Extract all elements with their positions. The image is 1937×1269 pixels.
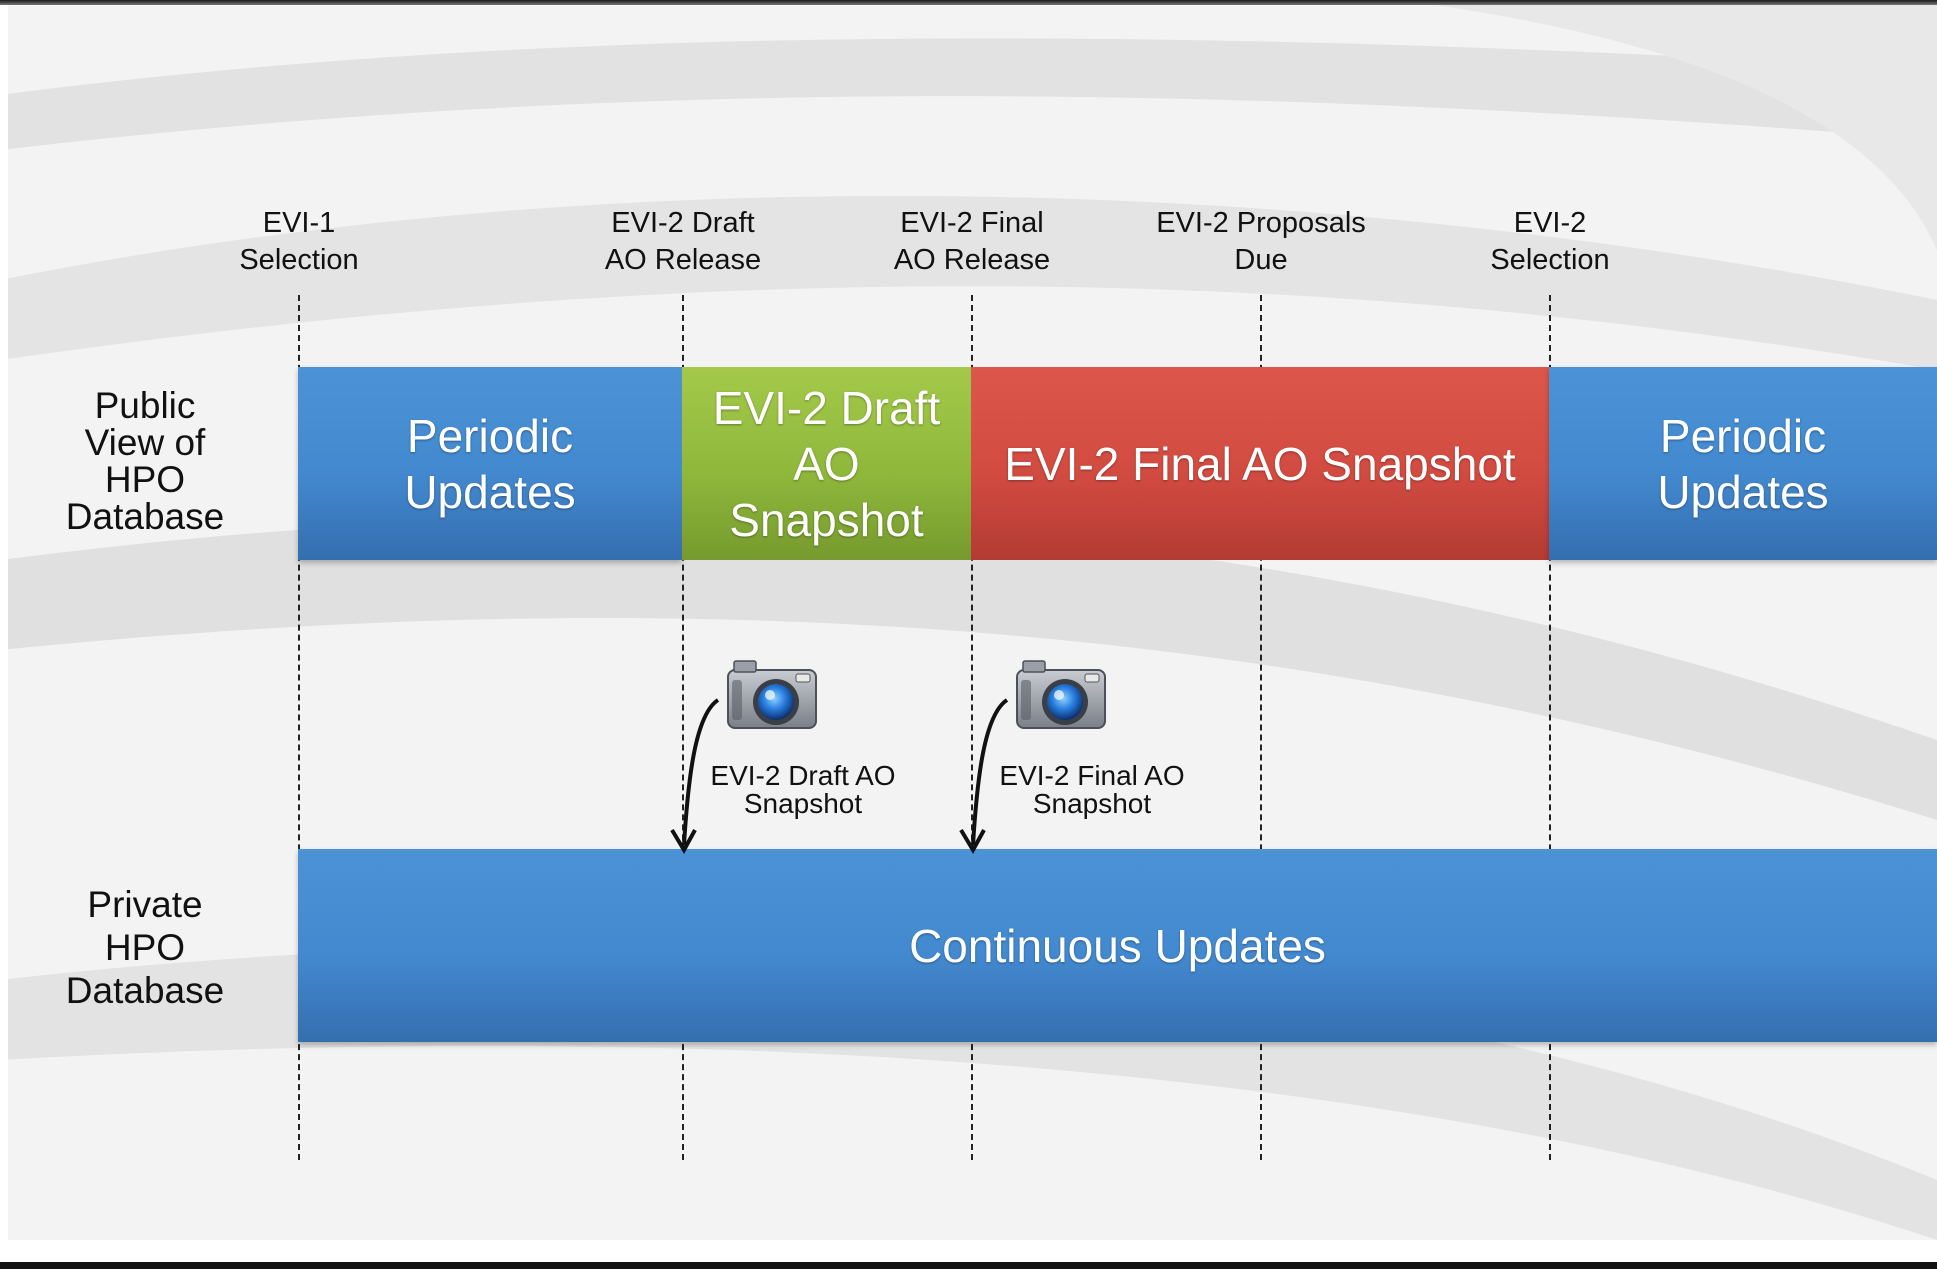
- milestone-evi1-selection: EVI-1 Selection: [239, 207, 359, 276]
- row-label-public: Public View of HPO Database: [65, 385, 225, 537]
- final-snapshot-arrow: [971, 698, 1009, 846]
- draft-snapshot-arrow: [682, 698, 720, 846]
- milestone-draft-ao-release: EVI-2 Draft AO Release: [604, 207, 762, 276]
- top-border: [0, 0, 1937, 5]
- bar-periodic-updates-left: Periodic Updates: [298, 367, 682, 560]
- caption-final-ao-snapshot: EVI-2 Final AO Snapshot: [999, 760, 1185, 819]
- bar-continuous-updates: Continuous Updates: [298, 849, 1937, 1042]
- milestone-line: [971, 295, 973, 1160]
- milestone-evi2-selection: EVI-2 Selection: [1490, 207, 1610, 276]
- left-border: [0, 5, 8, 1240]
- row-label-private: Private HPO Database: [65, 884, 225, 1011]
- bottom-border: [0, 1262, 1937, 1269]
- milestone-proposals-due: EVI-2 Proposals Due: [1156, 207, 1366, 276]
- milestone-line: [682, 295, 684, 1160]
- milestone-final-ao-release: EVI-2 Final AO Release: [893, 207, 1051, 276]
- camera-icon: [1016, 660, 1106, 729]
- caption-draft-ao-snapshot: EVI-2 Draft AO Snapshot: [710, 760, 896, 819]
- bar-draft-ao-snapshot: EVI-2 Draft AO Snapshot: [682, 367, 971, 560]
- milestone-line: [298, 295, 300, 1160]
- bar-final-ao-snapshot: EVI-2 Final AO Snapshot: [971, 367, 1549, 560]
- milestone-line: [1549, 295, 1551, 1160]
- bottom-margin: [0, 1240, 1937, 1262]
- bar-periodic-updates-right: Periodic Updates: [1549, 367, 1937, 560]
- milestone-line: [1260, 295, 1262, 1160]
- camera-icon: [727, 660, 817, 729]
